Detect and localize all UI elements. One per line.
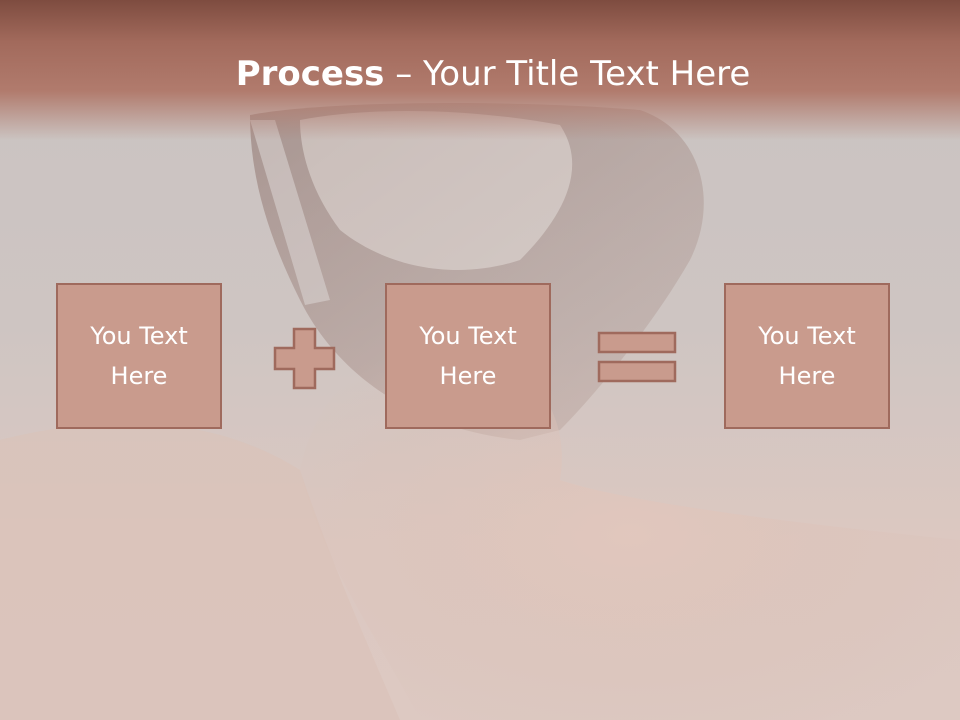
box-text: You Text Here — [398, 316, 538, 396]
title-bold: Process — [235, 54, 385, 94]
process-box-1[interactable]: You Text Here — [56, 283, 222, 429]
box-line-1: You Text — [419, 322, 517, 350]
title-bar — [0, 0, 960, 140]
process-box-2[interactable]: You Text Here — [385, 283, 551, 429]
box-text: You Text Here — [69, 316, 209, 396]
box-line-1: You Text — [90, 322, 188, 350]
title-rest: – Your Title Text Here — [384, 54, 751, 94]
box-line-2: Here — [439, 362, 497, 390]
box-line-2: Here — [110, 362, 168, 390]
slide-title: Process – Your Title Text Here — [0, 52, 960, 96]
plus-icon — [273, 327, 336, 390]
box-line-1: You Text — [758, 322, 856, 350]
box-line-2: Here — [778, 362, 836, 390]
equals-icon — [597, 331, 677, 383]
box-text: You Text Here — [737, 316, 877, 396]
process-box-3[interactable]: You Text Here — [724, 283, 890, 429]
